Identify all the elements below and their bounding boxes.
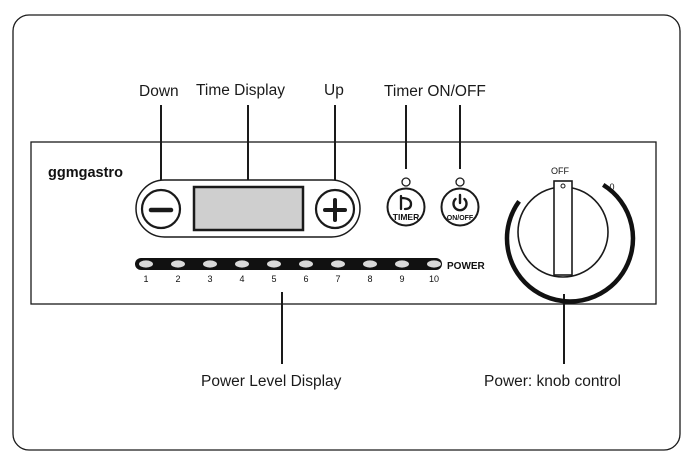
power-level-number: 2 (175, 274, 180, 284)
power-led-6 (299, 260, 313, 268)
power-level-number: 6 (303, 274, 308, 284)
power-led-10 (427, 260, 441, 268)
brand-logo: ggmgastro (48, 165, 123, 181)
power-led-9 (395, 260, 409, 268)
power-level-number: 8 (367, 274, 372, 284)
callout-power-level-display: Power Level Display (201, 373, 342, 390)
plus-icon (323, 198, 347, 222)
onoff-indicator-light (455, 177, 465, 187)
power-led-8 (363, 260, 377, 268)
knob-power-arc (504, 182, 636, 304)
knob-grip[interactable] (553, 180, 573, 276)
power-icon (452, 193, 468, 212)
power-level-numbers: 1 2 3 4 5 6 7 8 9 10 (143, 274, 439, 284)
power-level-number: 5 (271, 274, 276, 284)
onoff-button[interactable]: ON/OFF (440, 187, 480, 227)
power-level-number: 4 (239, 274, 244, 284)
knob-zero-label: 0 (609, 182, 614, 192)
power-led-4 (235, 260, 249, 268)
power-led-3 (203, 260, 217, 268)
knob-pointer-dot (560, 183, 566, 189)
timer-indicator-light (401, 177, 411, 187)
callout-power-knob: Power: knob control (484, 373, 621, 390)
power-label: POWER (447, 261, 486, 272)
power-led-5 (267, 260, 281, 268)
up-button[interactable] (314, 188, 356, 230)
callout-timer-on-off: Timer ON/OFF (384, 83, 486, 100)
callout-up: Up (324, 82, 344, 99)
power-knob[interactable]: OFF 0 (504, 166, 636, 304)
power-level-number: 7 (335, 274, 340, 284)
power-level-number: 10 (429, 274, 439, 284)
timer-button-label: TIMER (393, 212, 419, 222)
down-button[interactable] (140, 188, 182, 230)
callout-down: Down (139, 83, 179, 100)
power-level-leds (139, 260, 441, 268)
timer-icon (399, 194, 413, 211)
power-level-number: 3 (207, 274, 212, 284)
knob-off-label: OFF (551, 166, 569, 176)
power-level-number: 9 (399, 274, 404, 284)
time-display-screen (192, 185, 305, 232)
callout-time-display: Time Display (196, 82, 285, 99)
timer-button[interactable]: TIMER (386, 187, 426, 227)
power-led-7 (331, 260, 345, 268)
power-led-1 (139, 260, 153, 268)
power-led-2 (171, 260, 185, 268)
onoff-button-label: ON/OFF (447, 215, 474, 222)
power-level-number: 1 (143, 274, 148, 284)
